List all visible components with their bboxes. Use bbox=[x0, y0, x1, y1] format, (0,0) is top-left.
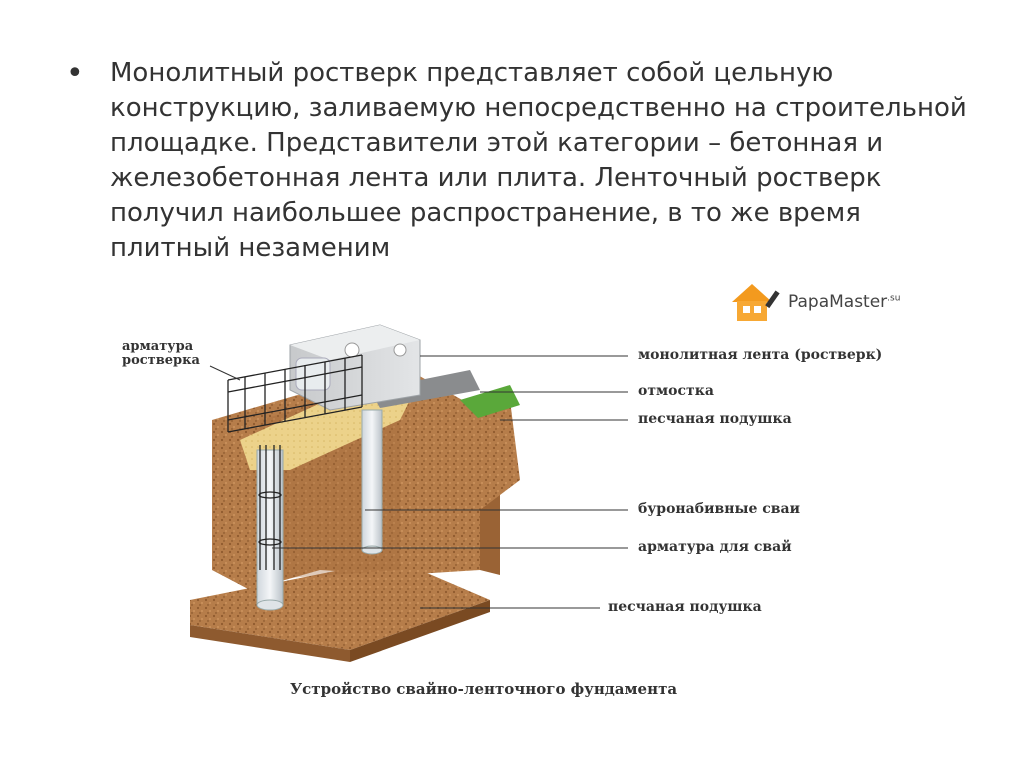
bullet-marker: • bbox=[66, 56, 84, 91]
sand-layer bbox=[240, 385, 410, 470]
foundation-illustration bbox=[190, 324, 628, 662]
label-rebar-grillage: арматура ростверка bbox=[122, 339, 200, 368]
grillage-rebar bbox=[227, 354, 363, 433]
foundation-diagram: арматура ростверка монолитная лента (рос… bbox=[100, 270, 920, 720]
house-icon bbox=[732, 284, 780, 321]
papamaster-logo: PapaMaster.su bbox=[728, 280, 928, 324]
label-pile-rebar: арматура для свай bbox=[638, 539, 792, 555]
bored-pile-back bbox=[361, 409, 383, 551]
label-bored-piles: буронабивные сваи bbox=[638, 501, 800, 517]
pile-rebar bbox=[258, 445, 282, 570]
label-monolithic-strip: монолитная лента (ростверк) bbox=[638, 347, 883, 363]
bullet-paragraph: Монолитный ростверк представляет собой ц… bbox=[110, 58, 967, 263]
label-sand-cushion-top: песчаная подушка bbox=[638, 411, 792, 427]
grass bbox=[460, 385, 520, 418]
diagram-caption: Устройство свайно-ленточного фундамента bbox=[290, 680, 678, 698]
logo-wordmark: PapaMaster.su bbox=[788, 292, 901, 312]
label-sand-cushion-bottom: песчаная подушка bbox=[608, 599, 762, 615]
bored-pile-front bbox=[256, 449, 284, 606]
label-blind-area: отмостка bbox=[638, 383, 714, 399]
